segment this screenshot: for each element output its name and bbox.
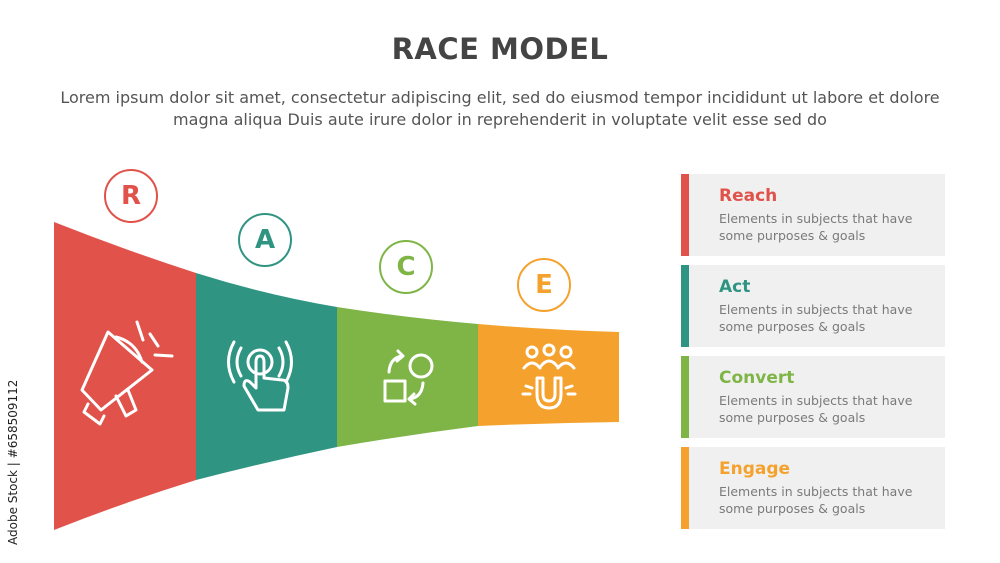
shapes-convert-icon — [383, 349, 434, 406]
funnel-segment-convert — [337, 307, 478, 447]
stock-id-watermark: Adobe Stock | #658509112 — [6, 379, 20, 545]
card-reach-desc: Elements in subjects that have some purp… — [719, 211, 913, 243]
funnel-segment-act — [196, 273, 337, 480]
card-convert-accent — [681, 356, 689, 438]
card-act: Act Elements in subjects that have some … — [681, 265, 945, 347]
badge-convert: C — [379, 240, 433, 294]
card-reach-title: Reach — [719, 186, 778, 206]
card-reach-accent — [681, 174, 689, 256]
card-act-accent — [681, 265, 689, 347]
badge-convert-letter: C — [396, 252, 416, 282]
card-engage-title: Engage — [719, 459, 791, 479]
badge-engage: E — [517, 258, 571, 312]
badge-act-letter: A — [254, 225, 276, 255]
funnel-segment-engage — [478, 324, 619, 426]
page-title: RACE MODEL — [391, 32, 609, 66]
touch-hand-icon — [227, 340, 293, 412]
card-engage-desc: Elements in subjects that have some purp… — [719, 484, 913, 516]
card-convert: Convert Elements in subjects that have s… — [681, 356, 945, 438]
badge-engage-letter: E — [535, 270, 553, 300]
card-convert-desc: Elements in subjects that have some purp… — [719, 393, 913, 425]
badge-act: A — [238, 213, 292, 267]
card-engage-accent — [681, 447, 689, 529]
card-engage: Engage Elements in subjects that have so… — [681, 447, 945, 529]
badge-reach-letter: R — [120, 181, 142, 211]
magnet-people-icon — [521, 343, 577, 410]
card-reach: Reach Elements in subjects that have som… — [681, 174, 945, 256]
card-act-title: Act — [719, 277, 751, 297]
card-convert-title: Convert — [719, 368, 795, 388]
megaphone-icon — [80, 320, 174, 426]
funnel-segment-reach — [54, 222, 196, 530]
badge-reach: R — [104, 169, 158, 223]
page-subtitle: Lorem ipsum dolor sit amet, consectetur … — [60, 88, 940, 129]
card-act-desc: Elements in subjects that have some purp… — [719, 302, 913, 334]
